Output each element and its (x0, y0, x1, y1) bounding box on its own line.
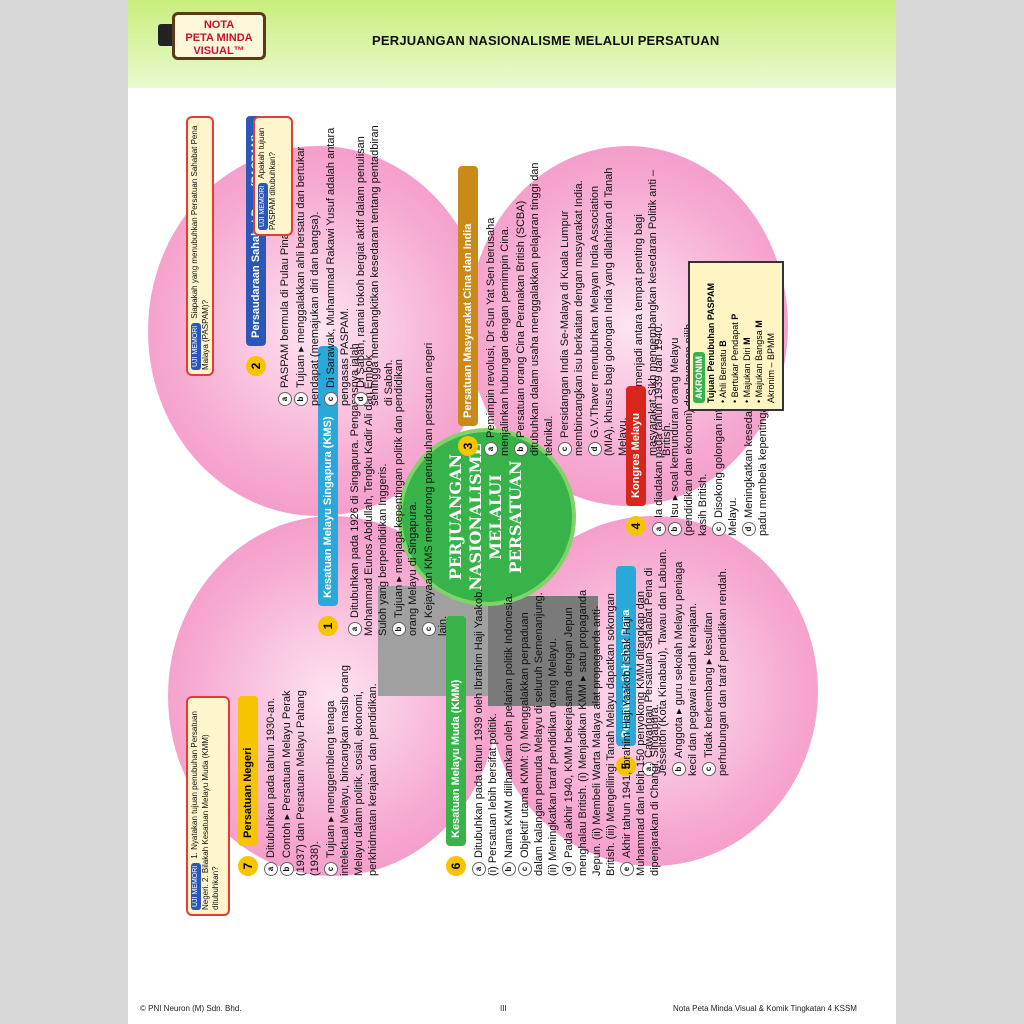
section-6-title: Kesatuan Melayu Muda (KMM) (446, 616, 466, 846)
section-7-title: Persatuan Negeri (238, 696, 258, 846)
binder-clip-icon (158, 24, 176, 46)
section-4-point-a: aIa diadakan pada tahun 1939 dan 1940. (652, 306, 667, 536)
section-3-title: Persatuan Masyarakat Cina dan India (458, 166, 478, 426)
centre-line-3: MELALUI (486, 474, 505, 560)
uji-memori-tag: UJI MEMORI (258, 182, 268, 230)
centre-line-2: NASIONALISME (466, 443, 485, 591)
akronim-tag: AKRONIM (693, 352, 705, 403)
section-1-point-c: cKejayaan KMS mendorong penubuhan persat… (422, 342, 450, 636)
page: NOTA PETA MINDA VISUAL™ PERJUANGAN NASIO… (128, 0, 896, 1024)
section-3-point-a: aPemimpin revolusi, Dr Sun Yat Sen berus… (484, 217, 512, 456)
footer-book-title: Nota Peta Minda Visual & Komik Tingkatan… (673, 1004, 857, 1013)
section-6-body: aDitubuhkan pada tahun 1939 oleh Ibrahim… (472, 586, 664, 876)
akronim-item: • Ahli Bersatu B (718, 340, 728, 403)
akronim-item: • Majukan Diri M (742, 337, 752, 403)
footer-copyright: © PNI Neuron (M) Sdn. Bhd. (140, 1004, 242, 1013)
akronim-box: AKRONIM Tujuan Penubuhan PASPAM • Ahli B… (688, 261, 784, 411)
section-7-point-c: cTujuan ▸ menggembleng tenaga intelektua… (324, 665, 380, 876)
uji-memori-tag: UJI MEMORI (191, 322, 201, 370)
footer-page-number: III (500, 1004, 507, 1013)
nota-peta-minda-badge: NOTA PETA MINDA VISUAL™ (172, 12, 266, 60)
section-6-point-e: eAkhir tahun 1941, Ibrahim Haji Yaakob, … (620, 591, 662, 876)
section-3-point-d: dG.V.Thaver menubuhkan Melayan India Ass… (588, 167, 630, 456)
section-7-point-b: bContoh ▸ Persatuan Melayu Perak (1937) … (280, 690, 322, 876)
section-2-point-d: dDi Sabah, ramai tokoh bergiat aktif dal… (354, 125, 396, 406)
centre-line-4: PERSATUAN (506, 460, 525, 574)
section-1-number: 1 (318, 616, 338, 636)
section-7-body: aDitubuhkan pada tahun 1930-an. bContoh … (264, 656, 382, 876)
section-6-point-a: aDitubuhkan pada tahun 1939 oleh Ibrahim… (472, 588, 500, 876)
badge-line-3: VISUAL™ (193, 45, 245, 57)
page-title: PERJUANGAN NASIONALISME MELALUI PERSATUA… (372, 33, 720, 48)
section-3-point-b: bPersatuan orang Cina Peranakan British … (514, 162, 556, 456)
footer: © PNI Neuron (M) Sdn. Bhd. III Nota Peta… (128, 1000, 896, 1020)
section-4-title: Kongres Melayu (626, 386, 646, 506)
section-2-point-c: cDi Sarawak, Muhammad Rakawi Yusuf adala… (324, 127, 352, 406)
section-5-point-b: bAnggota ▸ guru sekolah Melayu peniaga k… (672, 561, 700, 776)
header-band: NOTA PETA MINDA VISUAL™ PERJUANGAN NASIO… (128, 0, 896, 88)
section-7-point-a: aDitubuhkan pada tahun 1930-an. (264, 656, 279, 876)
section-2-point-b: bTujuan ▸ menggalakkan ahli bersatu dan … (294, 146, 322, 406)
section-7-number: 7 (238, 856, 258, 876)
uji-memori-paspam-founder: UJI MEMORISiapakah yang menubuhkan Persa… (186, 116, 214, 376)
badge-line-1: NOTA (203, 19, 235, 31)
akronim-title: Tujuan Penubuhan PASPAM (706, 283, 716, 403)
akronim-item: • Majukan Bangsa M (754, 320, 764, 403)
section-6-point-d: dPada akhir 1940, KMM bekerjasama dengan… (562, 589, 618, 876)
akronim-summary: Akronim – BPMM (766, 332, 776, 403)
section-6-point-b: bNama KMM diilhamkan oleh pelarian polit… (502, 586, 517, 876)
section-6-point-c: cObjektif utama KMM: (i) Menggalakkan pe… (518, 592, 560, 876)
section-3-number: 3 (458, 436, 478, 456)
uji-memori-tag: UJI MEMORI (191, 862, 201, 910)
centre-title: PERJUANGAN NASIONALISME MELALUI PERSATUA… (446, 432, 526, 602)
section-3-point-c: cPersidangan India Se-Malaya di Kuala Lu… (558, 180, 586, 456)
section-3-body: aPemimpin revolusi, Dr Sun Yat Sen berus… (484, 156, 676, 456)
mindmap-stage: PERJUANGAN NASIONALISME MELALUI PERSATUA… (128, 88, 896, 936)
section-2-body: aPASPAM bermula di Pulau Pinang pada tah… (278, 116, 398, 406)
section-2-number: 2 (246, 356, 266, 376)
uji-memori-persatuan-negeri: UJI MEMORI1. Nyatakan tujuan penubuhan P… (186, 696, 230, 916)
section-4-number: 4 (626, 516, 646, 536)
section-5-point-c: cTidak berkembang ▸ kesulitan perhubunga… (702, 568, 730, 776)
uji-memori-paspam-purpose: UJI MEMORIApakah tujuan PASPAM ditubuhka… (253, 116, 293, 236)
section-6-number: 6 (446, 856, 466, 876)
badge-line-2: PETA MINDA (185, 32, 253, 44)
akronim-item: • Bertukar Pendapat P (730, 313, 740, 403)
mindmap-viewport: PERJUANGAN NASIONALISME MELALUI PERSATUA… (128, 88, 896, 936)
